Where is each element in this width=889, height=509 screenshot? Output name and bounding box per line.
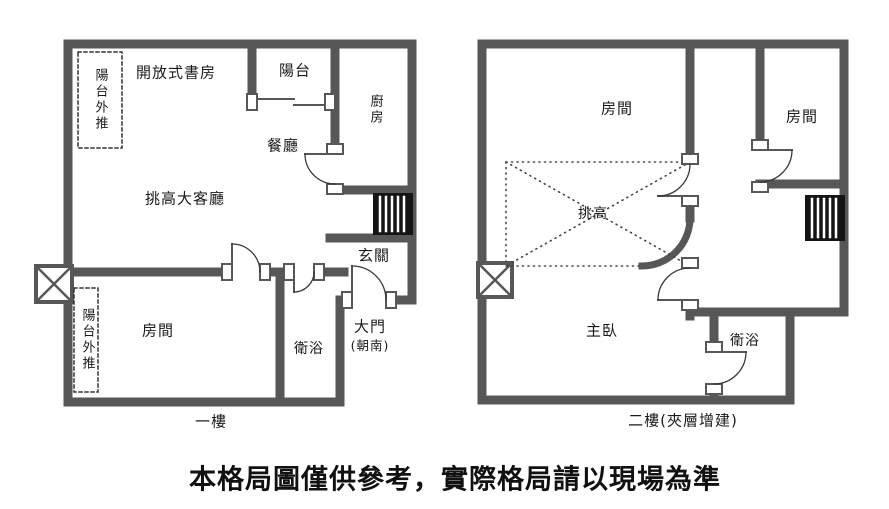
label-balcony: 陽台 — [278, 61, 312, 80]
label-balcony-ext-bottom: 陽台外推 — [79, 308, 95, 372]
label-main-door-note: (朝南) — [350, 337, 390, 353]
sliding-door-icon — [246, 93, 336, 111]
door-icon — [751, 139, 793, 193]
label-kitchen: 廚房 — [367, 94, 383, 126]
floor2-interior-walls — [685, 39, 849, 405]
door-icon — [657, 257, 699, 311]
main-door-icon — [341, 265, 397, 309]
label-bedroom-f1: 房間 — [141, 321, 175, 340]
balcony-extension-outline — [77, 51, 123, 149]
label-study: 開放式書房 — [135, 63, 217, 82]
label-void: 挑高 — [578, 205, 608, 222]
label-master: 主臥 — [585, 321, 619, 340]
label-balcony-ext-top: 陽台外推 — [92, 68, 108, 132]
label-entry: 玄關 — [357, 246, 391, 265]
label-bath-f1: 衛浴 — [294, 340, 324, 357]
label-dining: 餐廳 — [266, 136, 300, 155]
shaft-icon — [476, 261, 514, 299]
floor1-outer-walls — [63, 39, 417, 407]
curved-wall — [638, 214, 694, 270]
door-icon — [304, 143, 344, 195]
label-bath-f2: 衛浴 — [730, 332, 760, 349]
door-icon — [657, 153, 699, 207]
disclaimer-caption: 本格局圖僅供參考，實際格局請以現場為準 — [189, 464, 721, 496]
floor2-outer-walls — [477, 39, 849, 405]
door-icon — [221, 243, 271, 281]
label-main-door: 大門 — [353, 317, 387, 336]
label-bedroom-left: 房間 — [600, 99, 634, 118]
stairs-icon — [805, 195, 845, 241]
floor1-plan — [34, 39, 417, 407]
stairs-icon — [373, 193, 413, 235]
door-icon — [283, 263, 325, 293]
floor2-plan — [476, 39, 849, 405]
balcony-extension-outline — [73, 287, 99, 393]
label-living: 挑高大客廳 — [144, 189, 226, 208]
shaft-icon — [34, 264, 74, 304]
floor1-name: 一樓 — [194, 412, 228, 431]
floor2-name: 二樓(夾層增建) — [628, 411, 738, 430]
door-icon — [705, 341, 747, 395]
label-bedroom-right: 房間 — [785, 107, 819, 126]
double-height-void-area — [505, 161, 691, 267]
